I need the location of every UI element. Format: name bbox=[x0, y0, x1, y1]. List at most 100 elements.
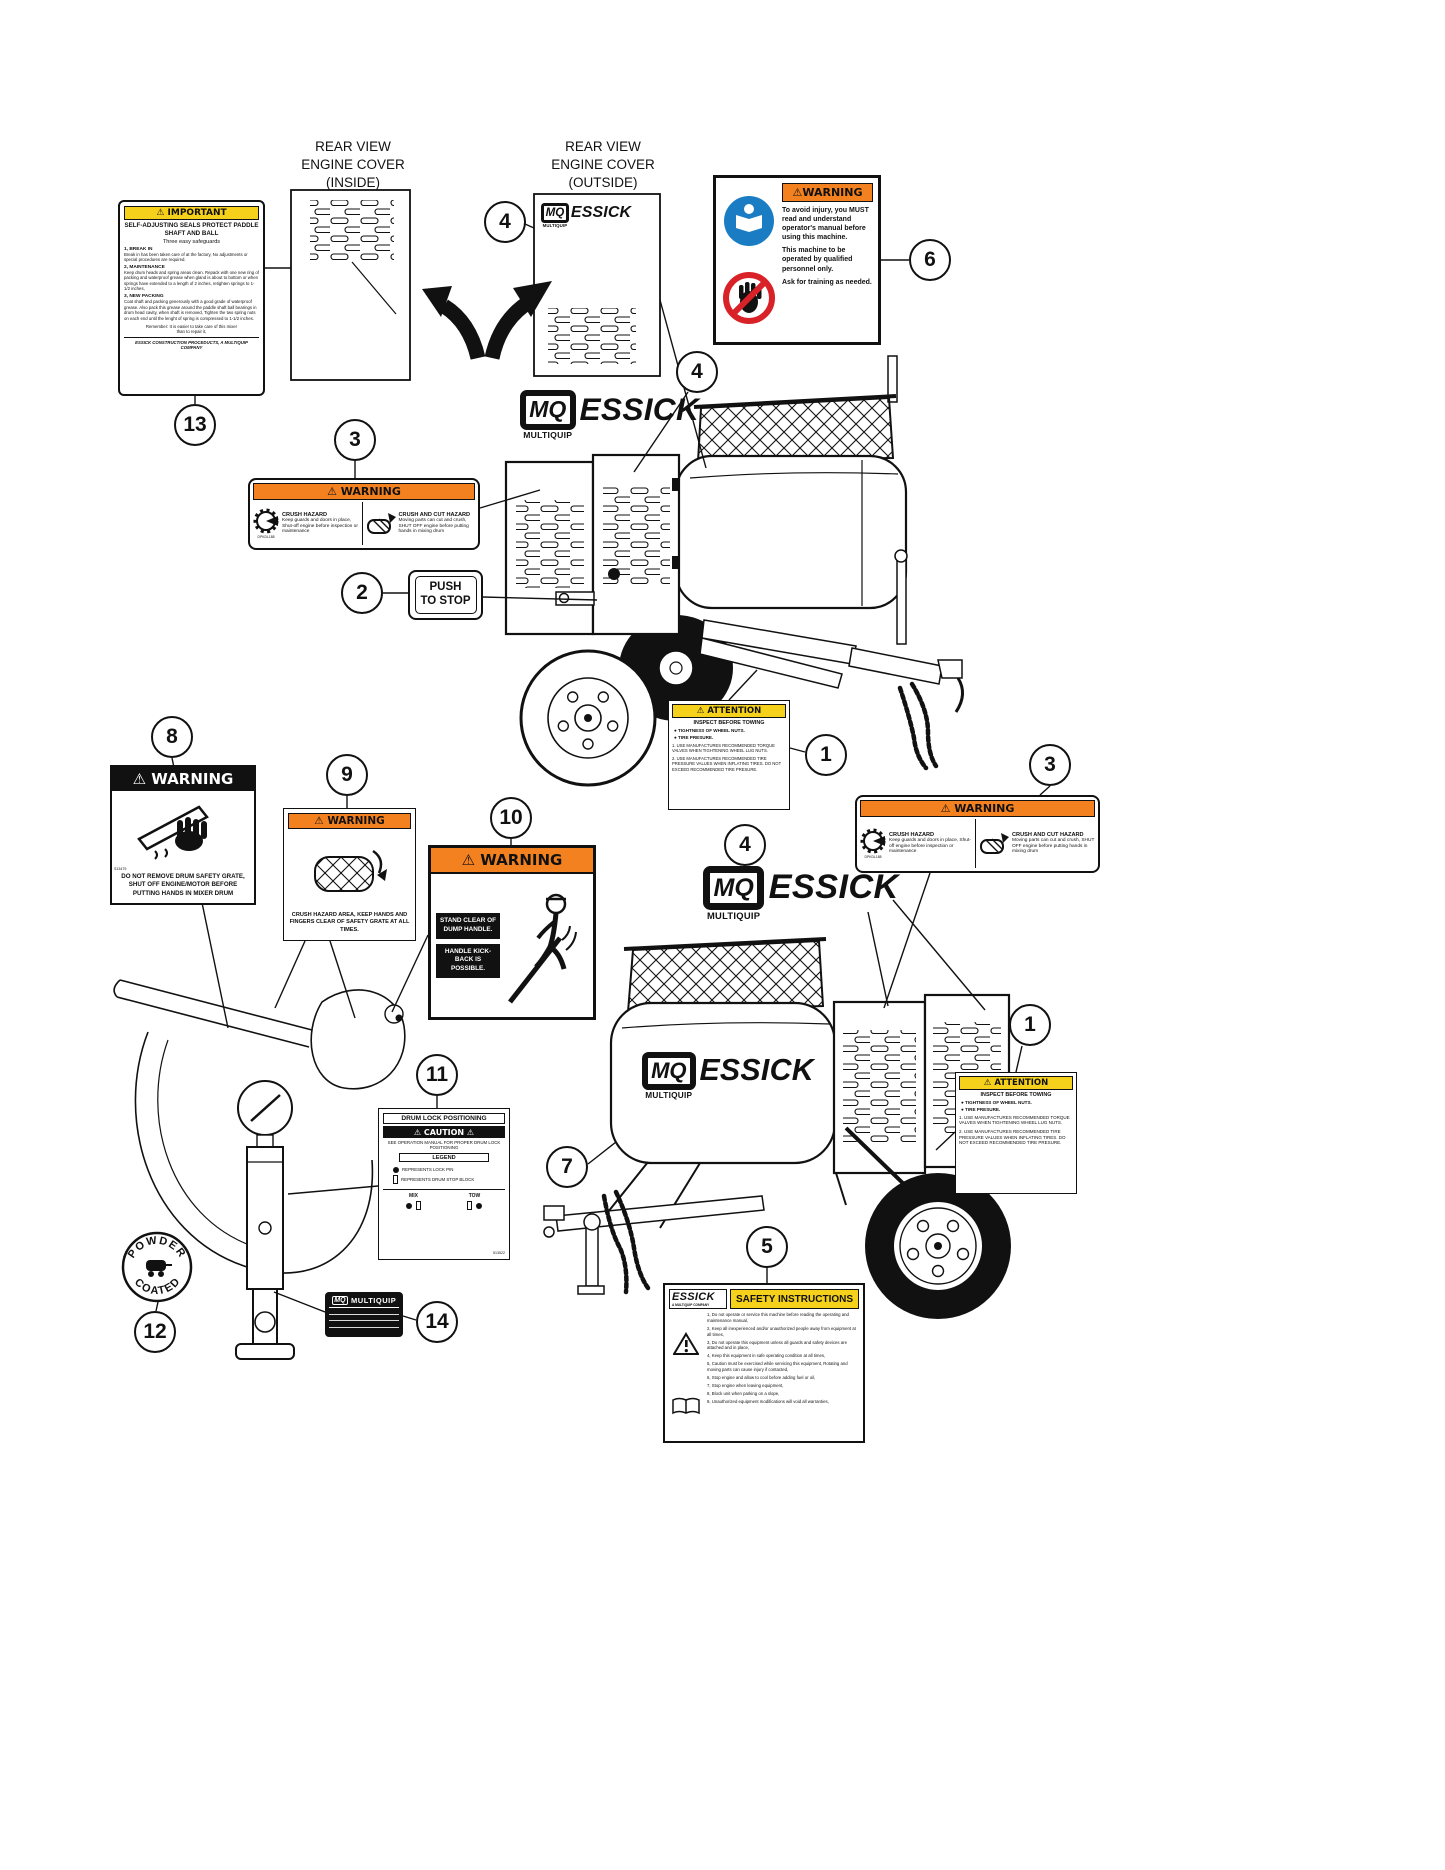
lock-pin-symbol bbox=[406, 1202, 412, 1209]
callout-number: 1 bbox=[820, 743, 832, 766]
warning-paragraph: Ask for training as needed. bbox=[782, 278, 872, 286]
section-body: Keep drum heads and spring areas clean. … bbox=[124, 269, 259, 292]
legend-title: LEGEND bbox=[399, 1153, 489, 1162]
hazard-heading: CRUSH HAZARD bbox=[889, 831, 935, 838]
important-subtitle: Three easy safeguards bbox=[162, 238, 221, 245]
warning-header: ⚠ WARNING bbox=[860, 800, 1095, 817]
hazard-heading: CRUSH HAZARD bbox=[282, 511, 328, 518]
decal-warning-read-manual: ⚠WARNING To avoid injury, you MUST read … bbox=[713, 175, 881, 345]
hazard-heading: CRUSH AND CUT HAZARD bbox=[398, 511, 471, 518]
callout-14: 14 bbox=[416, 1301, 458, 1343]
attention-note: 2. USE MANUFACTURES RECOMMENDED TIRE PRE… bbox=[672, 755, 782, 772]
warning-header: ⚠ WARNING bbox=[112, 767, 254, 791]
lock-pin-symbol bbox=[393, 1166, 399, 1173]
cut-hazard-icon bbox=[366, 502, 396, 545]
attention-bullet: ● TIGHTNESS OF WHEEL NUTS. bbox=[674, 728, 745, 733]
attention-note: 2. USE MANUFACTURES RECOMMENDED TIRE PRE… bbox=[959, 1128, 1066, 1146]
hazard-body: Moving parts can cut and crush, SHUT OFF… bbox=[1012, 837, 1095, 855]
title-line: REAR VIEW bbox=[565, 139, 641, 154]
mq-monogram: MQ bbox=[703, 866, 765, 910]
hazard-heading: CRUSH AND CUT HAZARD bbox=[1012, 831, 1084, 838]
callout-12: 12 bbox=[134, 1311, 176, 1353]
mq-monogram: MQ bbox=[642, 1052, 696, 1091]
crush-hazard-icon: DPKDL188 bbox=[253, 502, 279, 545]
callout-number: 2 bbox=[356, 581, 368, 604]
tow-label: TOW bbox=[468, 1193, 481, 1199]
lock-pin-symbol bbox=[476, 1202, 482, 1209]
decal-attention-towing-a: ⚠ ATTENTION INSPECT BEFORE TOWING ● TIGH… bbox=[668, 700, 790, 810]
essick-brand-block: ESSICK A MULTIQUIP COMPANY bbox=[669, 1289, 727, 1309]
mixer-drum-icon bbox=[313, 849, 387, 892]
callout-number: 4 bbox=[691, 360, 703, 383]
callout-9: 9 bbox=[326, 754, 368, 796]
title-line: (OUTSIDE) bbox=[568, 175, 638, 191]
attention-note: 1. USE MANUFACTURES RECOMMENDED TORQUE V… bbox=[672, 742, 775, 753]
section-body: Break in has been taken care of at the f… bbox=[124, 251, 248, 263]
caution-subtext: SEE OPERATION MANUAL FOR PROPER DRUM LOC… bbox=[387, 1140, 501, 1150]
callout-8: 8 bbox=[151, 716, 193, 758]
warning-paragraph: This machine to be operated by qualified… bbox=[782, 247, 853, 273]
warning-box-text: STAND CLEAR OF DUMP HANDLE. bbox=[436, 913, 500, 939]
part-number: DPKDL188 bbox=[864, 855, 882, 859]
callout-number: 8 bbox=[166, 725, 178, 748]
multiquip-wordmark: MULTIQUIP bbox=[542, 222, 568, 228]
callout-number: 10 bbox=[499, 806, 523, 829]
safety-item: 7, Stop engine when leaving equipment, bbox=[707, 1383, 784, 1389]
mix-position-group: MIX bbox=[406, 1193, 421, 1210]
multiquip-wordmark: MULTIQUIP bbox=[523, 430, 573, 441]
stop-block-symbol bbox=[393, 1175, 398, 1184]
title-line: ENGINE COVER bbox=[551, 157, 655, 173]
callout-3-a: 3 bbox=[334, 419, 376, 461]
decal-push-to-stop: PUSH TO STOP bbox=[408, 570, 483, 620]
mq-monogram: MQ bbox=[520, 390, 576, 430]
section-heading: 2, MAINTENANCE bbox=[124, 264, 165, 270]
stop-block-symbol bbox=[416, 1201, 421, 1210]
safety-item: 8, Block unit when parking on a slope, bbox=[707, 1391, 780, 1397]
push-to-stop-line: TO STOP bbox=[420, 595, 471, 607]
safety-item: 2, Keep all inexperienced and/or unautho… bbox=[707, 1325, 856, 1337]
mq-essick-logo-small: MQ MULTIQUIP ESSICK bbox=[541, 203, 631, 228]
callout-number: 5 bbox=[761, 1235, 773, 1258]
cut-hazard-icon bbox=[979, 819, 1009, 868]
essick-wordmark: ESSICK bbox=[768, 868, 899, 907]
multiquip-wordmark: MULTIQUIP bbox=[645, 1090, 693, 1100]
title-line: ENGINE COVER bbox=[301, 157, 405, 173]
rear-cover-outside-box bbox=[533, 193, 661, 377]
callout-4-outside-cover: 4 bbox=[484, 201, 526, 243]
callout-number: 13 bbox=[183, 413, 207, 436]
rear-view-outside-title: REAR VIEW ENGINE COVER (OUTSIDE) bbox=[528, 138, 678, 193]
reminder-text: Remember: It is easier to take care of t… bbox=[145, 324, 238, 335]
mix-label: MIX bbox=[409, 1193, 418, 1199]
decal-warning-crush-b: ⚠ WARNING DPKDL188 CRUSH HAZARD Keep gua… bbox=[855, 795, 1100, 873]
important-title: SELF-ADJUSTING SEALS PROTECT PADDLE SHAF… bbox=[124, 222, 259, 237]
brand-subtext: A MULTIQUIP COMPANY bbox=[672, 1303, 710, 1307]
mq-essick-logo-drum: MQ MULTIQUIP ESSICK bbox=[642, 1052, 814, 1100]
warning-box-text: HANDLE KICK-BACK IS POSSIBLE. bbox=[436, 943, 500, 978]
callout-number: 3 bbox=[349, 428, 361, 451]
callout-number: 3 bbox=[1044, 753, 1056, 776]
title-line: REAR VIEW bbox=[315, 139, 391, 154]
safety-item: 6, Stop engine and allow to cool before … bbox=[707, 1375, 816, 1381]
multiquip-wordmark: MULTIQUIP bbox=[351, 1296, 397, 1305]
essick-wordmark: ESSICK bbox=[579, 390, 700, 427]
part-number: DPKDL188 bbox=[257, 535, 275, 539]
mixer-1-illustration bbox=[504, 355, 964, 787]
attention-note: 1. USE MANUFACTURES RECOMMENDED TORQUE V… bbox=[959, 1114, 1070, 1126]
decal-multiquip-nameplate: MQ MULTIQUIP bbox=[325, 1292, 403, 1337]
attention-bullet: ● TIRE PRESURE. bbox=[961, 1107, 1001, 1112]
hazard-body: Moving parts can cut and crush, SHUT OFF… bbox=[398, 517, 469, 535]
safety-item: 4, Keep this equipment in safe operating… bbox=[707, 1353, 826, 1359]
callout-1-b: 1 bbox=[1009, 1004, 1051, 1046]
callout-2: 2 bbox=[341, 572, 383, 614]
decal-warning-drum-grate: ⚠ WARNING S13479 DO NOT REMOVE DRUM SAFE… bbox=[110, 765, 256, 905]
mq-monogram: MQ bbox=[331, 1296, 349, 1305]
push-to-stop-line: PUSH bbox=[429, 581, 462, 594]
warning-body: CRUSH HAZARD AREA, KEEP HANDS AND FINGER… bbox=[289, 912, 410, 933]
section-heading: 1, BREAK IN bbox=[124, 246, 153, 252]
callout-5: 5 bbox=[746, 1226, 788, 1268]
attention-header: ⚠ ATTENTION bbox=[672, 704, 786, 718]
legend-entry: REPRESENTS LOCK PIN bbox=[402, 1167, 454, 1172]
safety-item: 5, Caution must be exercised while servi… bbox=[707, 1361, 848, 1373]
rear-view-inside-title: REAR VIEW ENGINE COVER (INSIDE) bbox=[278, 138, 428, 193]
